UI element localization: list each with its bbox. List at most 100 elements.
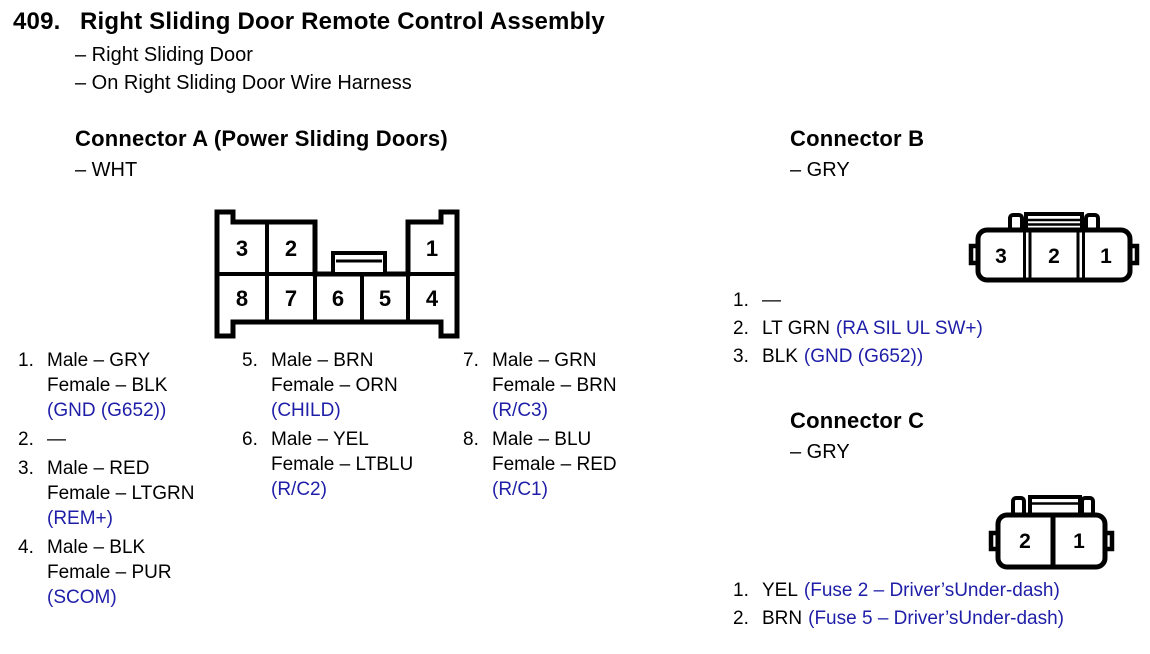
section-number: 409. <box>13 8 61 35</box>
pin-number: 2. <box>733 608 749 629</box>
connector-c-title: Connector C <box>790 408 925 433</box>
pin-signal: (SCOM) <box>47 587 117 608</box>
pin-item: 8. Male – BLU Female – RED (R/C1) <box>463 427 678 502</box>
pin-lines: Male – YEL Female – LTBLU (R/C2) <box>271 427 413 502</box>
connector-a-color-note: – WHT <box>75 159 138 181</box>
connector-c-clip-right <box>1105 530 1115 552</box>
connector-a-pin-list-col3: 7. Male – GRN Female – BRN (R/C3) 8. Mal… <box>463 348 678 506</box>
pin-signal: (Fuse 2 – Driver’sUnder-dash) <box>803 580 1060 601</box>
pin-line: Female – ORN <box>271 375 398 396</box>
pin-item: 3. BLK (GND (G652)) <box>733 343 983 371</box>
pin-wire: — <box>762 290 781 311</box>
pin-number: 2. <box>733 318 749 339</box>
pin-number: 1. <box>733 580 749 601</box>
pin-signal: (Fuse 5 – Driver’sUnder-dash) <box>808 608 1065 629</box>
connector-a-title: Connector A (Power Sliding Doors) <box>75 126 448 151</box>
pin-wire: BLK <box>762 346 798 367</box>
pin-cavity-label: 5 <box>379 286 391 311</box>
pin-signal: (R/C1) <box>492 479 548 500</box>
connector-b-clip-left <box>968 243 978 266</box>
pin-signal: (RA SIL UL SW+) <box>835 318 983 339</box>
pin-line: Male – BLU <box>492 429 592 450</box>
pin-line: Female – RED <box>492 454 617 475</box>
pin-line: Male – GRN <box>492 350 597 371</box>
pin-cavity-label: 3 <box>236 236 248 261</box>
pin-number: 5. <box>242 350 258 371</box>
pin-lines: Male – GRN Female – BRN (R/C3) <box>492 348 617 423</box>
pin-line: Male – YEL <box>271 429 369 450</box>
pin-cavity-label: 2 <box>1019 530 1031 553</box>
pin-number: 3. <box>733 346 749 367</box>
pin-cavity-label: 8 <box>236 286 248 311</box>
pin-line: Male – RED <box>47 458 150 479</box>
connector-b-outline <box>975 227 1133 283</box>
pin-number: 1. <box>733 290 749 311</box>
pin-lines: Male – BLU Female – RED (R/C1) <box>492 427 617 502</box>
pin-number: 4. <box>18 537 34 558</box>
pin-item: 1. — <box>733 287 983 315</box>
connector-c-clip-left <box>988 530 998 552</box>
pin-cavity-label: 2 <box>285 236 297 261</box>
connector-c-color-note: – GRY <box>790 441 850 463</box>
pin-signal: (R/C3) <box>492 400 548 421</box>
pin-lines: Male – BRN Female – ORN (CHILD) <box>271 348 398 423</box>
pin-item: 6. Male – YEL Female – LTBLU (R/C2) <box>242 427 457 502</box>
pin-item: 4. Male – BLK Female – PUR (SCOM) <box>18 535 243 610</box>
page-title: Right Sliding Door Remote Control Assemb… <box>80 8 605 35</box>
pin-lines: Male – BLK Female – PUR (SCOM) <box>47 535 172 610</box>
connector-a-pin-list-col2: 5. Male – BRN Female – ORN (CHILD) 6. Ma… <box>242 348 457 506</box>
pin-signal: (GND (G652)) <box>803 346 924 367</box>
connector-b-diagram: 3 2 1 <box>968 212 1140 283</box>
pin-lines: Male – GRY Female – BLK (GND (G652)) <box>47 348 167 423</box>
pin-number: 1. <box>18 350 34 371</box>
pin-line: Female – LTBLU <box>271 454 414 475</box>
pin-signal: (REM+) <box>47 508 113 529</box>
pin-number: 3. <box>18 458 34 479</box>
pin-number: 6. <box>242 429 258 450</box>
pin-signal: (GND (G652)) <box>47 400 167 421</box>
pin-line: Female – LTGRN <box>47 483 195 504</box>
pin-line: Female – BLK <box>47 375 168 396</box>
pin-number: 2. <box>18 429 34 450</box>
pin-cavity-label: 1 <box>426 236 438 261</box>
pin-cavity-label: 6 <box>332 286 344 311</box>
pin-cavity-label: 2 <box>1048 245 1060 268</box>
connector-b-latch-lines <box>1028 218 1080 226</box>
pin-number: 7. <box>463 350 479 371</box>
subtitle-line: – Right Sliding Door <box>75 44 253 66</box>
pin-lines: Male – RED Female – LTGRN (REM+) <box>47 456 194 531</box>
pin-cavity-label: 1 <box>1073 530 1085 553</box>
connector-b-color-note: – GRY <box>790 159 850 181</box>
connector-c-pin-list: 1. YEL (Fuse 2 – Driver’sUnder-dash) 2. … <box>733 577 1064 633</box>
pin-line: Male – GRY <box>47 350 151 371</box>
connector-c-bump-left <box>1011 496 1026 517</box>
pin-cavity-label: 7 <box>285 286 297 311</box>
pin-line: Female – PUR <box>47 562 172 583</box>
pin-number: 8. <box>463 429 479 450</box>
pin-line: Female – BRN <box>492 375 617 396</box>
connector-c-bump-right <box>1080 496 1095 517</box>
pin-item: 5. Male – BRN Female – ORN (CHILD) <box>242 348 457 423</box>
pin-line: Male – BRN <box>271 350 374 371</box>
pin-item: 3. Male – RED Female – LTGRN (REM+) <box>18 456 243 531</box>
pin-item: 2. — <box>18 427 243 452</box>
pin-wire: YEL <box>762 580 798 601</box>
pin-line: Male – BLK <box>47 537 146 558</box>
connector-b-clip-right <box>1130 243 1140 266</box>
pin-wire: BRN <box>762 608 803 629</box>
connector-b-dividers <box>1023 230 1085 280</box>
pin-signal: (R/C2) <box>271 479 327 500</box>
pin-signal: (CHILD) <box>271 400 341 421</box>
pin-wire: LT GRN <box>762 318 830 339</box>
connector-c-diagram: 2 1 <box>988 495 1115 570</box>
pin-line: — <box>47 429 66 450</box>
pin-item: 1. Male – GRY Female – BLK (GND (G652)) <box>18 348 243 423</box>
pin-item: 7. Male – GRN Female – BRN (R/C3) <box>463 348 678 423</box>
connector-a-latch <box>331 251 387 276</box>
connector-a-diagram: 3 2 1 8 7 6 5 4 <box>214 209 460 339</box>
pin-cavity-label: 1 <box>1100 245 1112 268</box>
pin-item: 1. YEL (Fuse 2 – Driver’sUnder-dash) <box>733 577 1064 605</box>
pin-item: 2. LT GRN (RA SIL UL SW+) <box>733 315 983 343</box>
connector-c-latch <box>1028 495 1082 517</box>
